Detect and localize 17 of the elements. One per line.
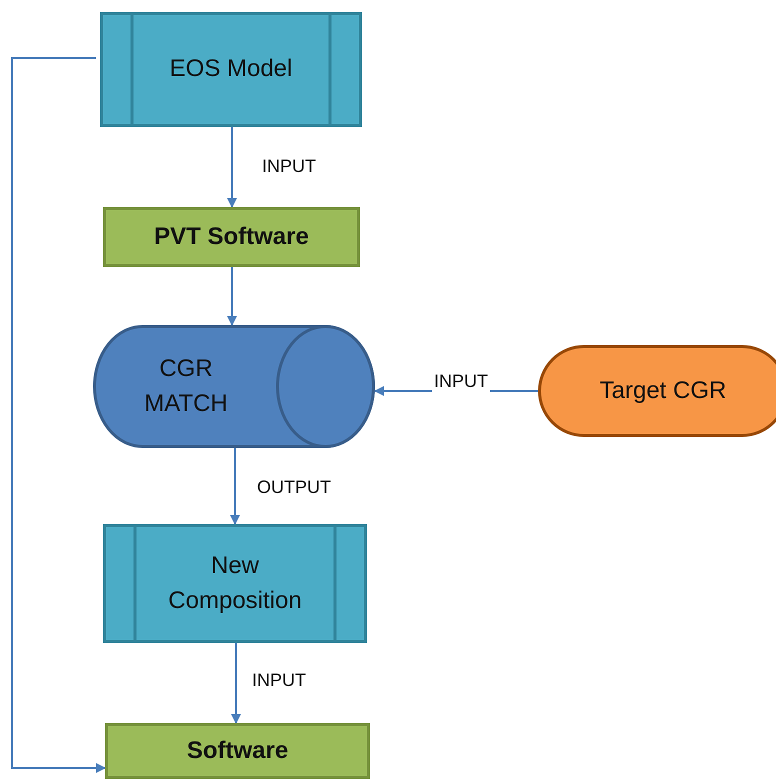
node-label: CGR MATCH [143,354,229,418]
cylinder-shape [93,325,375,448]
process-box [105,723,370,779]
node-label: EOS Model [170,54,292,84]
arrow [11,57,106,773]
node-label: Target CGR [600,376,726,406]
node-label: Software [186,736,288,766]
predefined-process-box [103,524,367,643]
predefined-process-box [100,12,362,127]
process-box [103,207,360,267]
arrow [230,448,240,525]
arrow [227,267,237,326]
arrow [231,643,241,724]
arrow [227,127,237,208]
node-label: New Composition [167,550,303,616]
node-label: PVT Software [154,222,309,252]
terminator-shape [538,345,776,437]
